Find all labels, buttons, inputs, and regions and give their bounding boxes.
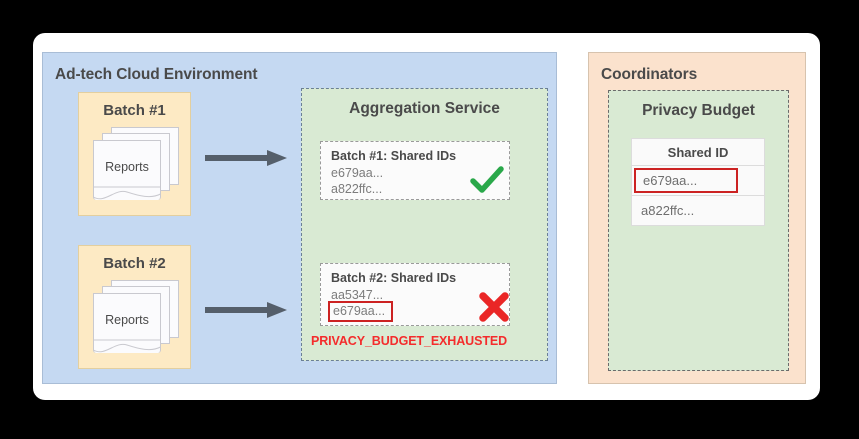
shared-id-table: Shared ID e679aa... a822ffc... bbox=[631, 138, 765, 226]
batch-1-box: Batch #1 Reports bbox=[78, 92, 191, 216]
batch-1-shared-ids-title: Batch #1: Shared IDs bbox=[331, 149, 457, 163]
batch-1-reports-stack: Reports bbox=[93, 127, 179, 203]
batch-2-shared-id-1-highlighted: e679aa... bbox=[328, 301, 394, 322]
batch-2-shared-id-0: aa5347... bbox=[331, 288, 384, 302]
cross-icon bbox=[479, 292, 509, 322]
privacy-budget-title: Privacy Budget bbox=[642, 102, 755, 119]
batch-1-label: Batch #1 bbox=[103, 102, 166, 119]
adtech-panel-title: Ad-tech Cloud Environment bbox=[55, 66, 258, 83]
batch-2-shared-ids-card: Batch #2: Shared IDs aa5347... e679aa... bbox=[320, 263, 510, 326]
coordinators-panel-title: Coordinators bbox=[601, 66, 698, 83]
shared-id-table-header: Shared ID bbox=[631, 138, 765, 166]
privacy-budget-exhausted-error: PRIVACY_BUDGET_EXHAUSTED bbox=[311, 334, 508, 348]
batch-2-reports-stack: Reports bbox=[93, 280, 179, 356]
check-icon bbox=[470, 166, 504, 193]
arrow-right-icon bbox=[205, 150, 287, 166]
batch-1-shared-id-1: a822ffc... bbox=[331, 182, 383, 196]
batch-1-reports-label: Reports bbox=[105, 160, 149, 174]
table-row[interactable]: e679aa... bbox=[631, 166, 765, 196]
shared-id-cell-highlighted: e679aa... bbox=[634, 168, 738, 193]
batch-2-label: Batch #2 bbox=[103, 255, 166, 272]
shared-id-cell: a822ffc... bbox=[641, 203, 695, 218]
table-row[interactable]: a822ffc... bbox=[631, 196, 765, 226]
batch-2-box: Batch #2 Reports bbox=[78, 245, 191, 369]
batch-2-shared-ids-title: Batch #2: Shared IDs bbox=[331, 271, 457, 285]
batch-1-shared-ids-card: Batch #1: Shared IDs e679aa... a822ffc..… bbox=[320, 141, 510, 200]
arrow-right-icon bbox=[205, 302, 287, 318]
aggregation-service-title: Aggregation Service bbox=[349, 100, 500, 117]
report-sheet-wave-icon bbox=[93, 186, 161, 200]
report-sheet-wave-icon bbox=[93, 339, 161, 353]
batch-2-reports-label: Reports bbox=[105, 313, 149, 327]
privacy-budget-box: Privacy Budget bbox=[608, 90, 789, 371]
batch-1-shared-id-0: e679aa... bbox=[331, 166, 384, 180]
